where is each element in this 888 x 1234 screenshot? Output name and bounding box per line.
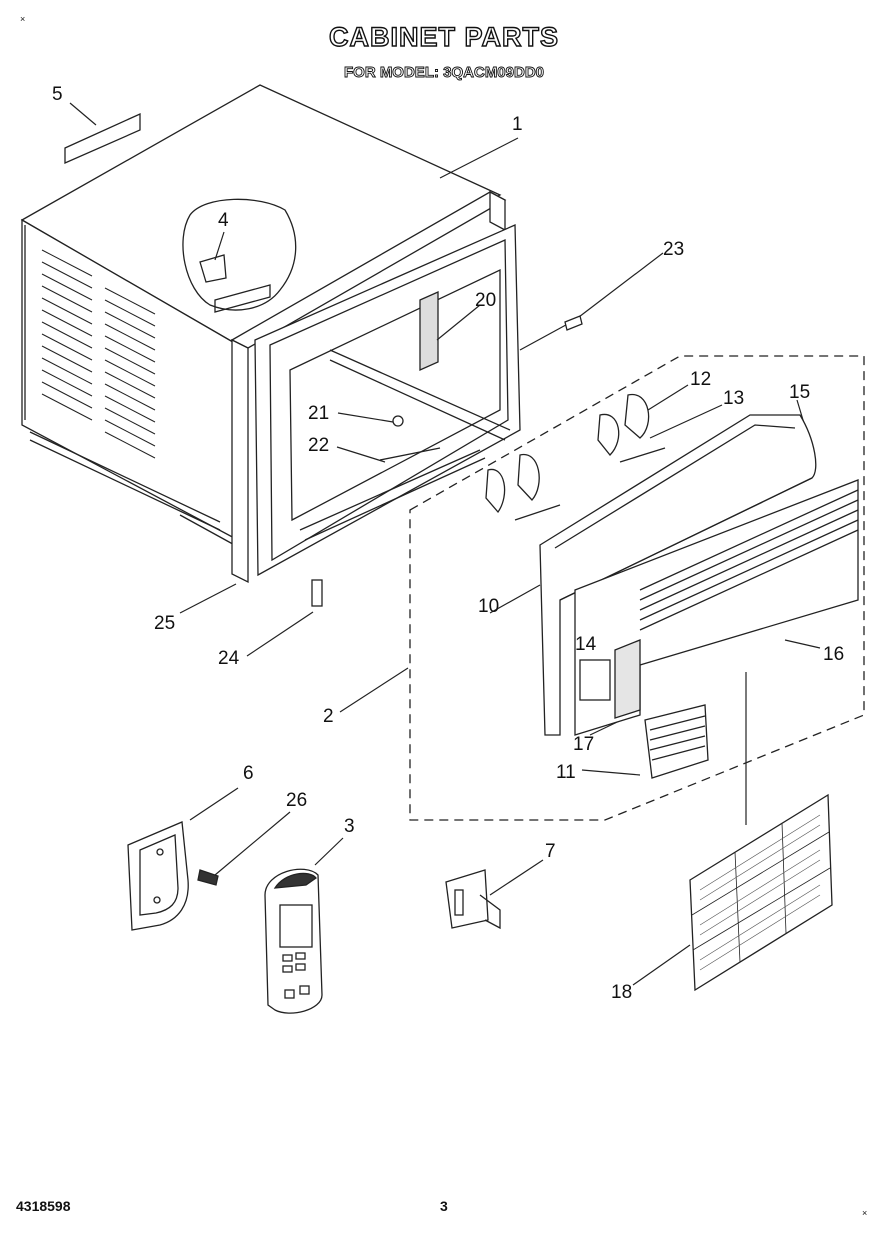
callout-2: 2	[323, 706, 334, 727]
callout-4: 4	[218, 210, 229, 231]
callout-1: 1	[512, 114, 523, 135]
callout-10: 10	[478, 596, 499, 617]
callout-15: 15	[789, 382, 810, 403]
holder-screw-part	[197, 869, 219, 886]
front-panel-part	[574, 479, 859, 736]
bracket-part	[445, 869, 501, 930]
callout-23: 23	[663, 239, 684, 260]
callout-20: 20	[475, 290, 496, 311]
callout-17: 17	[573, 734, 594, 755]
callout-13: 13	[723, 388, 744, 409]
page-title: CABINET PARTS	[328, 21, 559, 52]
callout-16: 16	[823, 644, 844, 665]
callout-22: 22	[308, 435, 329, 456]
callout-21: 21	[308, 403, 329, 424]
cabinet-wrapper-part	[20, 84, 502, 549]
page-number: 3	[440, 1198, 448, 1214]
callout-25: 25	[154, 613, 175, 634]
corner-mark-top: ×	[20, 14, 26, 24]
screw-part	[564, 315, 583, 331]
label-plate-part	[64, 112, 141, 164]
front-panel-assembly-outline	[409, 355, 865, 821]
callout-labels: 1 2 3 4 5 6 7 10 11 12 13 14 15 16 17 18…	[52, 84, 844, 1003]
callout-24: 24	[218, 648, 240, 669]
callout-18: 18	[611, 982, 632, 1003]
callout-3: 3	[344, 816, 355, 837]
callout-6: 6	[243, 763, 254, 784]
chassis-front-part	[254, 224, 521, 577]
remote-holder-part	[127, 821, 189, 931]
callout-14: 14	[575, 634, 597, 655]
model-subtitle: FOR MODEL: 3QACM09DD0	[343, 64, 545, 82]
filter-part	[689, 793, 833, 992]
callout-26: 26	[286, 790, 307, 811]
callout-5: 5	[52, 84, 63, 105]
callout-11: 11	[556, 762, 576, 783]
document-number: 4318598	[16, 1198, 71, 1214]
cabinet-louvers	[41, 249, 156, 459]
louver-parts	[485, 394, 666, 521]
deflector-part	[644, 704, 709, 779]
gasket-strip-part	[230, 190, 507, 584]
corner-mark-bottom: ×	[862, 1208, 868, 1218]
remote-control-part	[264, 868, 323, 1014]
callout-7: 7	[545, 841, 556, 862]
clip-part	[311, 579, 323, 607]
callout-12: 12	[690, 369, 711, 390]
